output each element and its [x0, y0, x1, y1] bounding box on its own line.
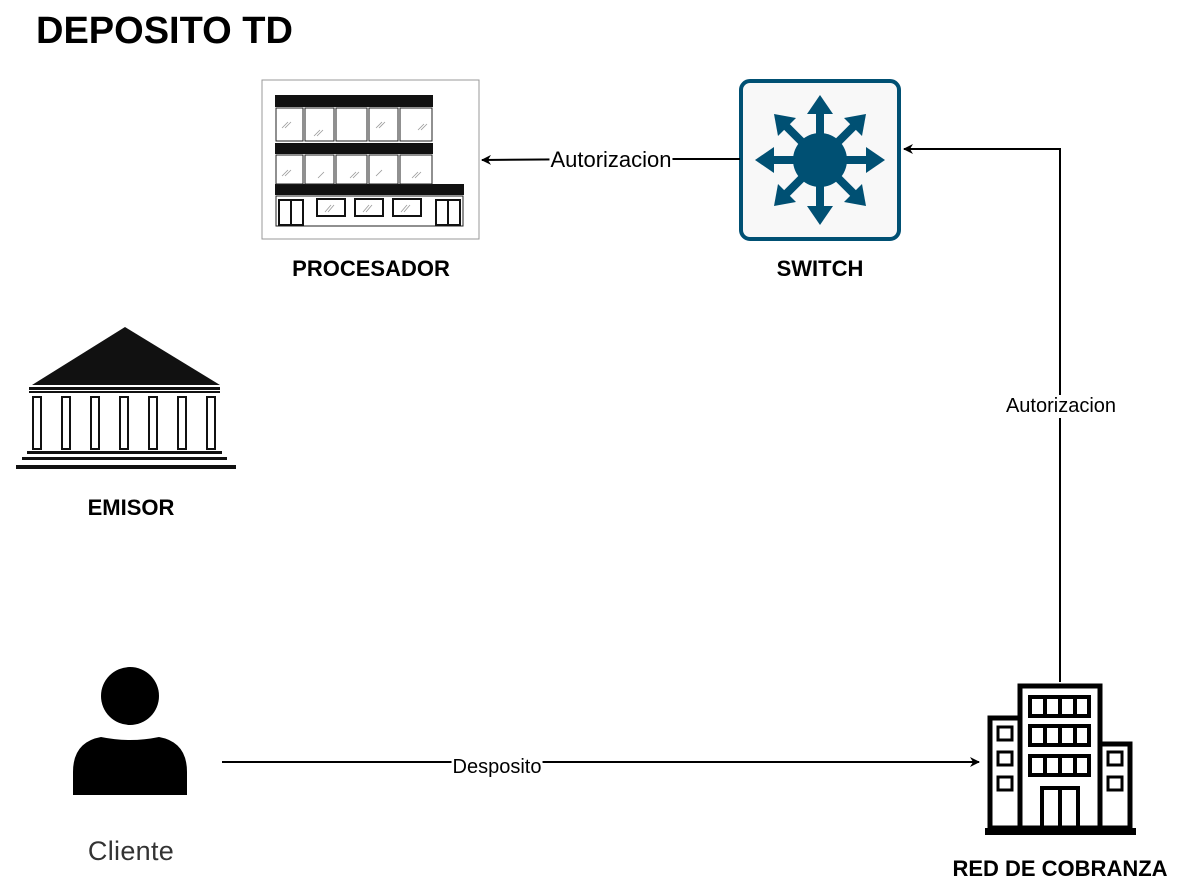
edge-label-autorizacion-red-switch: Autorizacion [1004, 395, 1118, 418]
node-label-red-de-cobranza: RED DE COBRANZA [952, 856, 1168, 881]
edge-label-autorizacion-switch-procesador: Autorizacion [549, 147, 673, 173]
office-tower-icon[interactable] [985, 683, 1136, 835]
edge-autorizacion-red-switch [903, 144, 1061, 682]
office-building-icon[interactable] [261, 79, 480, 240]
network-switch-icon[interactable] [739, 79, 901, 241]
node-label-procesador: PROCESADOR [292, 256, 450, 281]
node-label-emisor: EMISOR [87, 495, 175, 520]
person-icon[interactable] [73, 667, 187, 795]
diagram-title: DEPOSITO TD [36, 10, 293, 52]
node-label-cliente: Cliente [87, 836, 175, 866]
bank-icon[interactable] [16, 327, 236, 469]
edge-label-deposito: Desposito [451, 756, 543, 779]
node-label-switch: SWITCH [776, 256, 864, 281]
